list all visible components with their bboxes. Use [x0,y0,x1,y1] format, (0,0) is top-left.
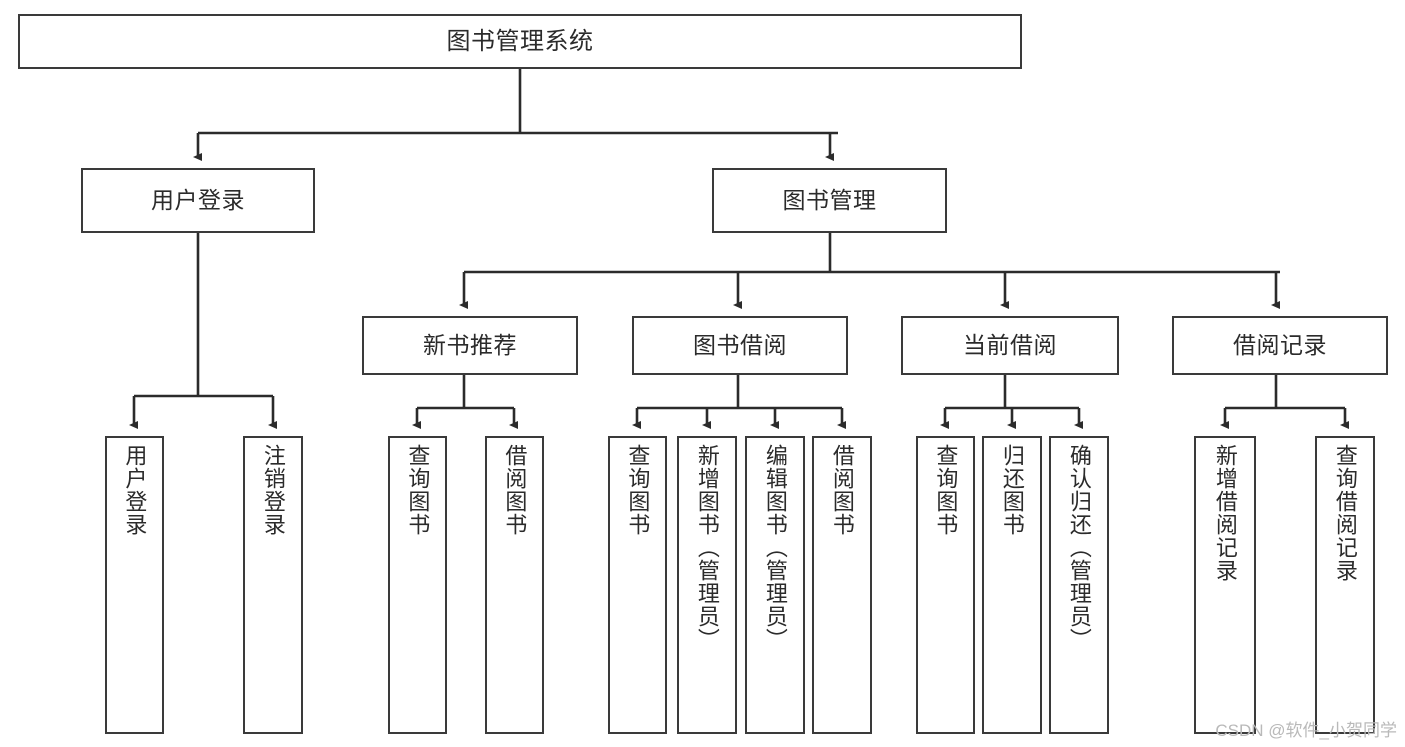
node-label: 图书管理 [782,187,877,214]
node-leaf-borrow-book-2[interactable]: 借阅图书 [812,436,872,734]
node-label: 确认归还（管理员） [1066,444,1092,651]
node-leaf-user-logout[interactable]: 注销登录 [243,436,303,734]
node-leaf-edit-book[interactable]: 编辑图书（管理员） [745,436,805,734]
node-label: 注销登录 [260,444,286,536]
node-borrow-record[interactable]: 借阅记录 [1172,316,1388,375]
node-label: 编辑图书（管理员） [762,444,788,651]
node-label: 当前借阅 [963,332,1057,359]
node-book-borrow[interactable]: 图书借阅 [632,316,848,375]
node-leaf-return-book[interactable]: 归还图书 [982,436,1042,734]
node-root-system[interactable]: 图书管理系统 [18,14,1022,69]
node-leaf-confirm-return[interactable]: 确认归还（管理员） [1049,436,1109,734]
node-label: 归还图书 [999,444,1025,536]
node-leaf-query-book-2[interactable]: 查询图书 [608,436,667,734]
node-label: 借阅图书 [502,444,528,536]
node-leaf-user-login[interactable]: 用户登录 [105,436,164,734]
node-new-book-recommend[interactable]: 新书推荐 [362,316,578,375]
node-leaf-add-record[interactable]: 新增借阅记录 [1194,436,1256,734]
node-leaf-query-record[interactable]: 查询借阅记录 [1315,436,1375,734]
node-label: 新增图书（管理员） [694,444,720,651]
node-label: 图书管理系统 [446,27,594,55]
node-leaf-add-book[interactable]: 新增图书（管理员） [677,436,737,734]
node-label: 借阅图书 [829,444,855,536]
node-current-borrow[interactable]: 当前借阅 [901,316,1119,375]
node-label: 用户登录 [151,187,245,214]
node-book-manage[interactable]: 图书管理 [712,168,947,233]
node-label: 查询图书 [625,444,651,536]
node-label: 新增借阅记录 [1212,444,1238,582]
node-leaf-query-book-3[interactable]: 查询图书 [916,436,975,734]
node-label: 用户登录 [122,444,148,536]
node-label: 查询图书 [405,444,431,536]
node-label: 查询借阅记录 [1332,444,1358,582]
node-leaf-query-book-1[interactable]: 查询图书 [388,436,447,734]
node-label: 新书推荐 [423,332,517,359]
node-label: 查询图书 [933,444,959,536]
node-label: 借阅记录 [1233,332,1327,359]
node-leaf-borrow-book-1[interactable]: 借阅图书 [485,436,544,734]
node-label: 图书借阅 [693,332,787,359]
node-user-login[interactable]: 用户登录 [81,168,315,233]
